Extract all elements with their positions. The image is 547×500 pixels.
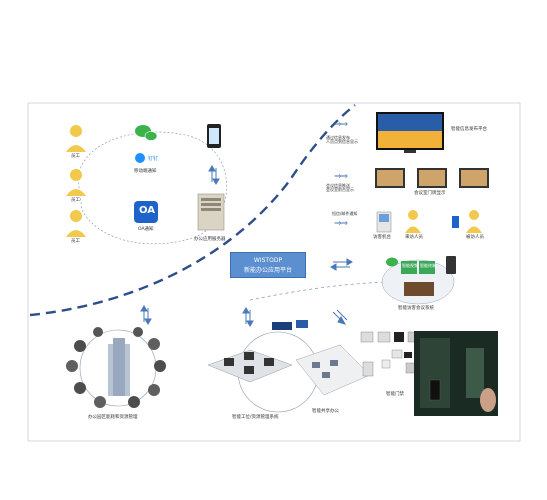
visitor-terminal-label: 访客机台 [373, 235, 391, 240]
sync-arrows-icon [140, 305, 152, 325]
door-screen [417, 168, 447, 188]
server-icon [197, 193, 225, 231]
oa-label: OA通知 [138, 227, 154, 232]
building-label: 办公园区能耗和资源管理 [88, 415, 138, 420]
visitor-b-label: 被访人员 [466, 235, 484, 240]
data-flow-arrows: ⇒⇒ [334, 120, 348, 130]
sync-arrows-icon [242, 307, 254, 327]
left-loop [77, 131, 227, 245]
tv-screen [376, 112, 444, 153]
data-flow-arrows: ⇒⇒ [334, 172, 348, 182]
sync-arrows-icon [330, 258, 353, 271]
office-icon [295, 344, 371, 396]
visitor-terminal-icon [376, 211, 392, 233]
phone-icon [207, 124, 221, 148]
staff-icon [66, 125, 86, 152]
sync-arrows-icon [208, 165, 220, 185]
video-row-label: 通过信息发布 人员点到信息显示 [326, 135, 358, 144]
visitor-icon [405, 210, 421, 233]
platform-subtitle: 新能办公应用平台 [243, 267, 292, 274]
meeting-box-b: 智能终端 [420, 263, 436, 268]
dingtalk-icon: 钉钉 [135, 153, 158, 163]
office-label: 智能共享办公 [312, 409, 339, 414]
door-photo [414, 331, 498, 416]
svg-text:钉钉: 钉钉 [148, 155, 158, 162]
door-screen [459, 168, 489, 188]
sync-arrows-icon [332, 309, 348, 325]
meeting-row-label: 会议信息推送 会议室前台显示 [326, 183, 354, 192]
oa-badge-text: OA [139, 205, 155, 216]
mobile-label: 移动端通知 [134, 169, 157, 174]
building-icon [66, 327, 166, 408]
staff-label: 员工 [71, 198, 80, 203]
oa-icon [134, 201, 158, 223]
staff-icon [66, 210, 86, 237]
staff-label: 员工 [71, 239, 80, 244]
platform-box: WISTODP 新能办公应用平台 [230, 252, 306, 278]
meeting-system-icon [381, 256, 456, 305]
curve-divider [29, 104, 356, 317]
platform-title: WISTODP [253, 257, 283, 264]
wechat-icon [135, 125, 158, 141]
server-label: 办公应用服务器 [194, 237, 226, 242]
workstation-label: 智能工位/资源管理系统 [232, 415, 279, 420]
visitor-a-label: 来访人员 [405, 235, 423, 240]
meeting-system-label: 智能访客会议系统 [398, 306, 434, 311]
screens-label: 会议室门牌显示 [414, 191, 446, 196]
meeting-box-a: 智能视频 [402, 263, 418, 268]
sms-row-label: 短信/邮件通知 [332, 211, 358, 216]
door-screen [375, 168, 405, 188]
access-label: 智能门禁 [386, 392, 404, 397]
card-icon [452, 216, 459, 228]
visitor-icon [466, 210, 482, 233]
video-label: 智能信息发布平台 [451, 127, 487, 132]
staff-label: 员工 [71, 154, 80, 159]
staff-icon [66, 169, 86, 196]
data-flow-arrows: ⇒⇒ [334, 219, 348, 229]
